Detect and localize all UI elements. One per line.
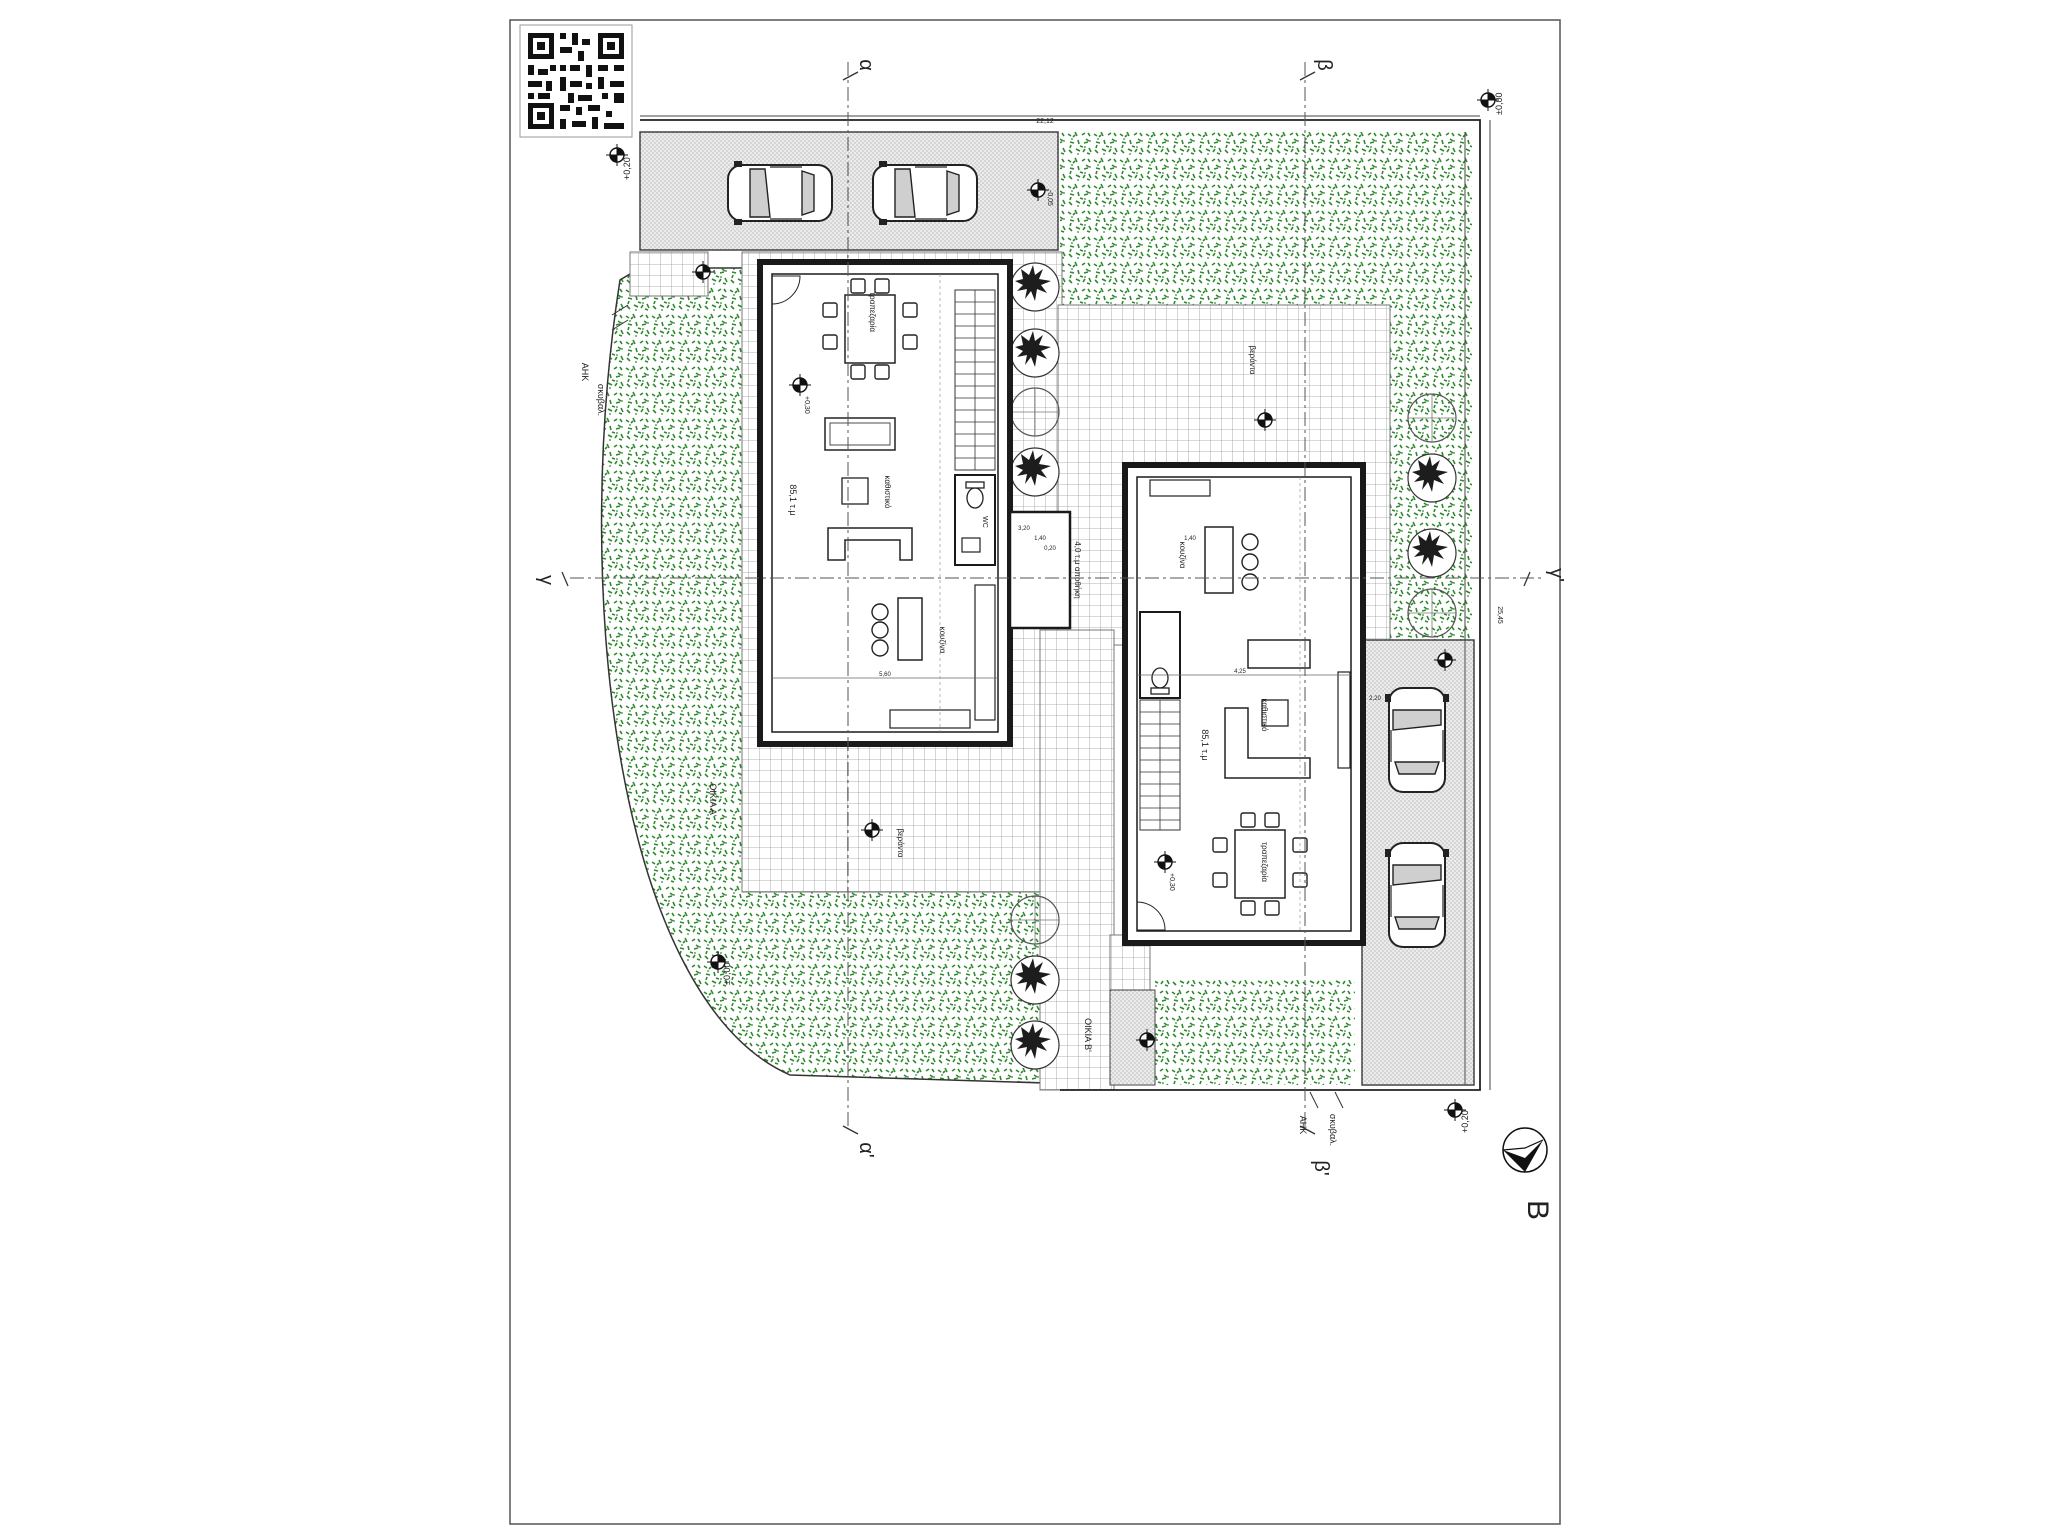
house-a-name: ΟΙΚΙΑ Α' [708,783,718,817]
storage-label: 4,0 τ.μ αποθήκη [1073,541,1082,598]
section-marker-gamma: γ γ' [535,568,1567,587]
svg-text:α: α [855,59,877,71]
dining-label-b: τραπεζαρία [1260,842,1269,882]
level-house-a: +0,30 [803,396,810,414]
veranda-label-b: βεράντα [1248,345,1257,374]
paving-middle [1039,629,1115,1091]
section-marker-alpha: α α' [842,59,877,1158]
tree-icon [1010,1020,1060,1070]
dim-b-0: 4,25 [1234,669,1246,675]
living-label-b: καθιστικό [1260,699,1269,733]
tree-icon [1407,453,1457,503]
dim-a-3: 0,20 [1044,546,1056,552]
veranda-label-a: βεράντα [896,828,905,857]
bottom-fence-a: ΑΗΚ [1298,1116,1308,1135]
tree-icon [1407,393,1457,443]
level-garden-left: ±0,00 [722,963,732,985]
bottom-fence-b: σκυβαλ. [1328,1114,1338,1146]
svg-text:β: β [1313,59,1335,71]
kitchen-counter-b [1149,479,1211,497]
dim-a-2: 1,40 [1034,536,1046,542]
door-a [771,275,801,305]
paving-entry [629,251,709,297]
level-corner-top-right: ±0,00 [1494,93,1504,115]
door-b [1136,901,1166,931]
kitchen-island-a [897,597,923,661]
dim-b-1: 1,40 [1184,536,1196,542]
car-icon [1384,687,1450,793]
site-boundary [640,119,1481,1091]
svg-text:α': α' [855,1142,877,1157]
area-label-a: 85,1 τ.μ [788,484,798,515]
kitchen-island-b [1204,526,1234,594]
left-fence-a: ΑΗΚ [580,363,590,382]
house-b: κουζίνα καθιστικό 85,1 τ.μ τραπεζαρία 4,… [1122,462,1381,946]
sofa-icon [1224,639,1311,779]
level-entry-top-left: +0,20 [622,157,632,180]
overall-depth-dim: 25,45 [1496,606,1503,624]
car-icon [727,160,833,226]
tree-icon [1010,895,1060,945]
tree-icon [1010,262,1060,312]
kitchen-label-b: κουζίνα [1178,542,1187,569]
level-house-b: +0,30 [1168,873,1175,891]
dining-label-a: τραπεζαρία [868,292,877,332]
car-icon [872,160,978,226]
svg-text:β': β' [1310,1160,1332,1175]
living-label-a: καθιστικό [883,476,892,510]
overall-width-dim: 22,12 [1036,118,1054,125]
tree-icon [1010,387,1060,437]
house-a: τραπεζαρία καθιστικό 85,1 τ.μ κουζίνα 5,… [757,259,1013,747]
car-icon [1384,842,1450,948]
level-parking: -0,05 [1046,190,1053,206]
house-b-name: ΟΙΚΙΑ Β' [1083,1018,1093,1052]
garden-bottom-right [1155,980,1355,1085]
north-arrow-letter: B [1521,1200,1554,1220]
sofa-icon [824,417,913,561]
north-arrow-icon [1502,1127,1548,1173]
section-lines [570,62,1545,1130]
level-corner-bottom-right: +0,20 [1460,1110,1470,1133]
kitchen-counter-a [974,584,996,721]
table-icon [1212,812,1308,916]
storage-room [1008,510,1072,630]
table-icon [822,278,918,380]
dim-a-0: 5,60 [879,672,891,678]
area-label-b: 85,1 τ.μ [1200,729,1210,760]
qr-code-icon [519,24,633,138]
dim-b-2: 2,20 [1369,696,1381,702]
tree-icon [1407,528,1457,578]
svg-text:γ': γ' [1545,568,1567,582]
tree-icon [1010,447,1060,497]
wc-label-a: WC [981,516,988,528]
svg-text:γ: γ [535,575,557,585]
tree-icon [1407,588,1457,638]
left-fence-b: σκυβαλ. [596,384,606,416]
kitchen-label-a: κουζίνα [938,627,947,654]
garden-top-right [1060,132,1472,312]
toilet-icon [1150,667,1170,695]
dim-a-1: 3,20 [1018,526,1030,532]
toilet-icon [965,481,985,509]
parking-top [639,131,1059,251]
tree-icon [1010,955,1060,1005]
section-marker-beta: β β' [1299,59,1335,1176]
tree-icon [1010,328,1060,378]
